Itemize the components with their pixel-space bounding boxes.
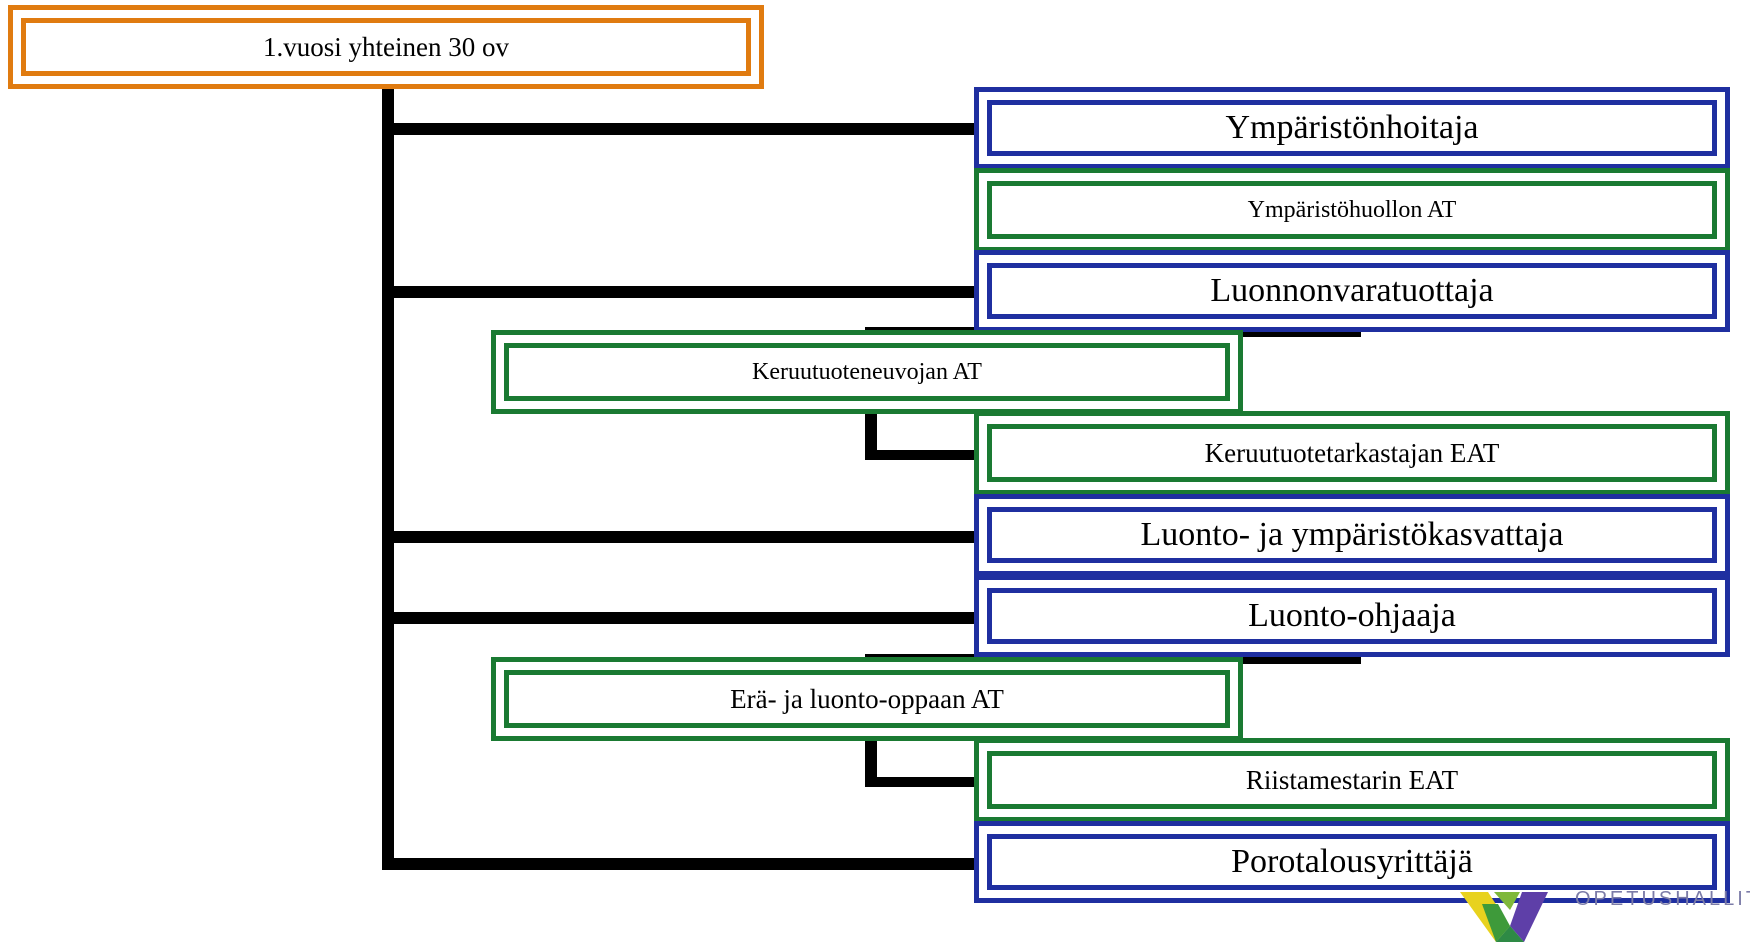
qualification-box-inner-border bbox=[987, 181, 1717, 239]
qualification-ymparistohuolto: Ympäristöhuollon AT bbox=[974, 168, 1730, 252]
qualification-label: Keruutuoteneuvojan AT bbox=[752, 358, 982, 385]
connector-ymparistonhoitaja bbox=[382, 123, 982, 135]
degree-box-inner-border bbox=[987, 507, 1717, 563]
qualification-label: Keruutuotetarkastajan EAT bbox=[1204, 437, 1500, 468]
qualification-keruutuotetarkastaja: Keruutuotetarkastajan EAT bbox=[974, 411, 1730, 495]
qualification-riistamestari: Riistamestarin EAT bbox=[974, 738, 1730, 822]
degree-label: Ympäristönhoitaja bbox=[1225, 109, 1479, 146]
degree-luonto-ohjaaja: Luonto-ohjaaja bbox=[974, 575, 1730, 657]
qualification-label: Erä- ja luonto-oppaan AT bbox=[730, 683, 1004, 714]
degree-porotalousyrittaja: Porotalousyrittäjä bbox=[974, 821, 1730, 903]
degree-label: Luonto- ja ympäristökasvattaja bbox=[1140, 516, 1564, 553]
degree-luontokasvattaja: Luonto- ja ympäristökasvattaja bbox=[974, 494, 1730, 576]
connector-porotalousyrittaja bbox=[382, 858, 982, 870]
degree-label: Luonnonvaratuottaja bbox=[1210, 272, 1494, 309]
opetushallitus-logo-icon bbox=[1460, 892, 1548, 942]
degree-label: Porotalousyrittäjä bbox=[1231, 843, 1473, 880]
qualification-box-inner-border bbox=[504, 343, 1230, 401]
degree-box-inner-border bbox=[987, 100, 1717, 156]
degree-label: Luonto-ohjaaja bbox=[1248, 597, 1456, 634]
root-box-inner-border bbox=[21, 18, 751, 76]
degree-box-inner-border bbox=[987, 263, 1717, 319]
logo-text: OPETUSHALLITUS bbox=[1575, 888, 1750, 910]
trunk-line bbox=[382, 80, 394, 870]
qualification-box-inner-border bbox=[504, 670, 1230, 728]
qualification-label: Ympäristöhuollon AT bbox=[1247, 196, 1457, 223]
qualification-box-inner-border bbox=[987, 424, 1717, 482]
degree-box-inner-border bbox=[987, 588, 1717, 644]
connector-era-down bbox=[865, 730, 877, 787]
qualification-keruutuoteneuvoja: Keruutuoteneuvojan AT bbox=[491, 330, 1243, 414]
connector-era-to-riista bbox=[865, 777, 985, 787]
connector-keruu-down bbox=[865, 403, 877, 460]
qualification-era-ja-luontoopas: Erä- ja luonto-oppaan AT bbox=[491, 657, 1243, 741]
qualification-box-inner-border bbox=[987, 751, 1717, 809]
degree-luonnonvaratuottaja: Luonnonvaratuottaja bbox=[974, 250, 1730, 332]
connector-luonnonvaratuottaja bbox=[382, 286, 982, 298]
root-label: 1.vuosi yhteinen 30 ov bbox=[263, 31, 509, 62]
degree-box-inner-border bbox=[987, 834, 1717, 890]
degree-ymparistonhoitaja: Ympäristönhoitaja bbox=[974, 87, 1730, 169]
connector-luonto-ohjaaja bbox=[382, 612, 982, 624]
connector-luontokasvattaja bbox=[382, 531, 982, 543]
root-box: 1.vuosi yhteinen 30 ov bbox=[8, 5, 764, 89]
qualification-label: Riistamestarin EAT bbox=[1245, 764, 1459, 795]
connector-keruu-to-tarkastaja bbox=[865, 450, 985, 460]
